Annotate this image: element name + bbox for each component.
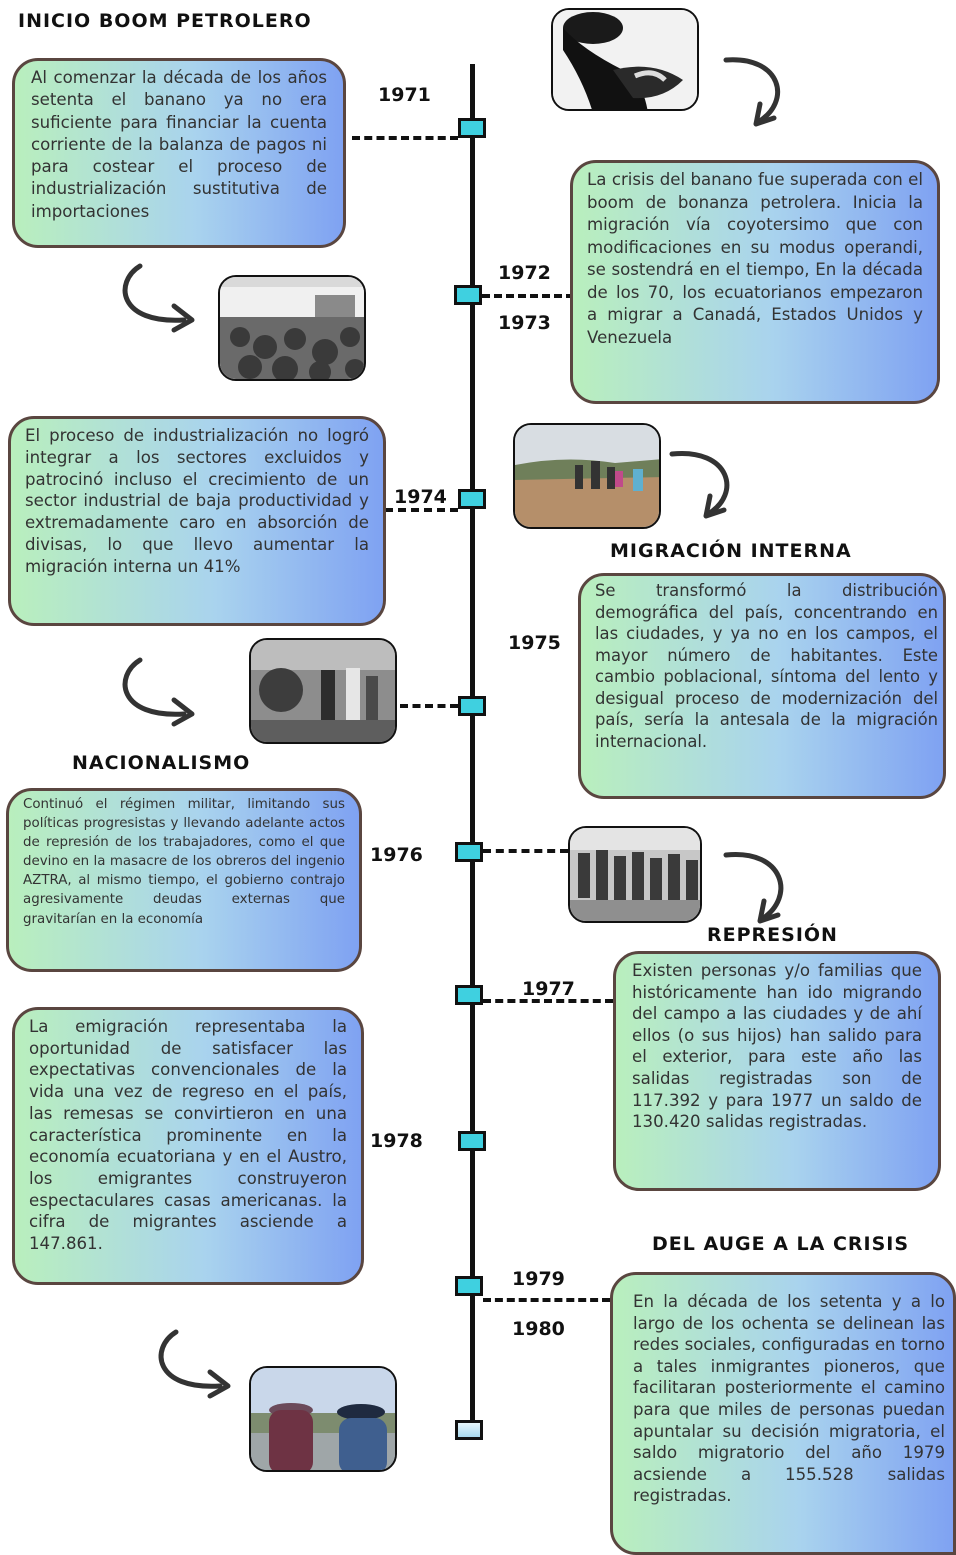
heading-nacionalismo: NACIONALISMO <box>72 752 251 774</box>
text-box-redes-sociales: En la década de los setenta y a lo largo… <box>610 1272 956 1555</box>
text-box-distribucion: Se transformó la distribución demográfic… <box>578 573 946 799</box>
year-1976: 1976 <box>370 844 423 866</box>
text-box-emigracion: La emigración representaba la oportunida… <box>12 1007 364 1285</box>
heading-del-auge-a-la-crisis: DEL AUGE A LA CRISIS <box>652 1233 910 1255</box>
curved-arrow-icon <box>723 852 784 924</box>
workers-group-photo <box>568 826 702 923</box>
timeline-node-1975 <box>458 696 486 716</box>
connector-1976-photo <box>483 849 568 853</box>
connector-1979 <box>483 1298 610 1302</box>
timeline-node-1976 <box>455 842 483 862</box>
timeline-node-1974 <box>458 489 486 509</box>
timeline-node-1977 <box>455 985 483 1005</box>
year-1974: 1974 <box>394 486 447 508</box>
text-box-banano: Al comenzar la década de los años setent… <box>12 58 346 248</box>
year-1971: 1971 <box>378 84 431 106</box>
text-box-crisis-banano: La crisis del banano fue superada con el… <box>570 160 940 404</box>
people-walking-road-photo <box>513 423 661 529</box>
connector-1972 <box>482 294 574 298</box>
text-box-industrializacion: El proceso de industrialización no logró… <box>8 416 386 626</box>
text-familias: Existen personas y/o familias que histór… <box>632 961 922 1132</box>
curved-arrow-icon <box>122 657 195 727</box>
factory-workers-photo <box>249 638 397 744</box>
text-regimen-militar: Continuó el régimen militar, limitando s… <box>23 797 345 927</box>
year-1973: 1973 <box>498 312 551 334</box>
banana-market-photo <box>218 275 366 381</box>
year-1972: 1972 <box>498 262 551 284</box>
year-1980: 1980 <box>512 1318 565 1340</box>
year-1979: 1979 <box>512 1268 565 1290</box>
heading-migracion-interna: MIGRACIÓN INTERNA <box>610 540 852 562</box>
connector-1975-photo <box>400 704 458 708</box>
timeline-node-1978 <box>458 1131 486 1151</box>
text-redes-sociales: En la década de los setenta y a lo largo… <box>633 1292 945 1506</box>
year-1975: 1975 <box>508 632 561 654</box>
connector-1971 <box>352 136 458 140</box>
text-distribucion: Se transformó la distribución demográfic… <box>595 581 938 751</box>
connector-1974 <box>385 508 458 512</box>
year-1978: 1978 <box>370 1130 423 1152</box>
heading-represion: REPRESIÓN <box>707 924 838 946</box>
curved-arrow-icon <box>669 451 730 519</box>
timeline-spine <box>470 64 475 1424</box>
text-box-familias: Existen personas y/o familias que histór… <box>613 951 941 1191</box>
timeline-node-1979 <box>455 1276 483 1296</box>
text-emigracion: La emigración representaba la oportunida… <box>29 1017 347 1254</box>
timeline-node-1971 <box>458 118 486 138</box>
text-crisis-banano: La crisis del banano fue superada con el… <box>587 170 923 347</box>
year-1977: 1977 <box>522 978 575 1000</box>
curved-arrow-icon <box>723 57 780 127</box>
timeline-end-node <box>455 1420 483 1440</box>
text-industrializacion: El proceso de industrialización no logró… <box>25 426 369 576</box>
text-box-regimen-militar: Continuó el régimen militar, limitando s… <box>6 788 362 972</box>
travelers-airport-photo <box>249 1366 397 1472</box>
connector-1977 <box>483 999 613 1003</box>
timeline-node-1972 <box>454 285 482 305</box>
curved-arrow-icon <box>158 1329 231 1399</box>
text-banano: Al comenzar la década de los años setent… <box>31 68 327 221</box>
oil-pouring-photo <box>551 8 699 111</box>
heading-inicio-boom-petrolero: INICIO BOOM PETROLERO <box>18 10 312 32</box>
curved-arrow-icon <box>122 263 195 333</box>
